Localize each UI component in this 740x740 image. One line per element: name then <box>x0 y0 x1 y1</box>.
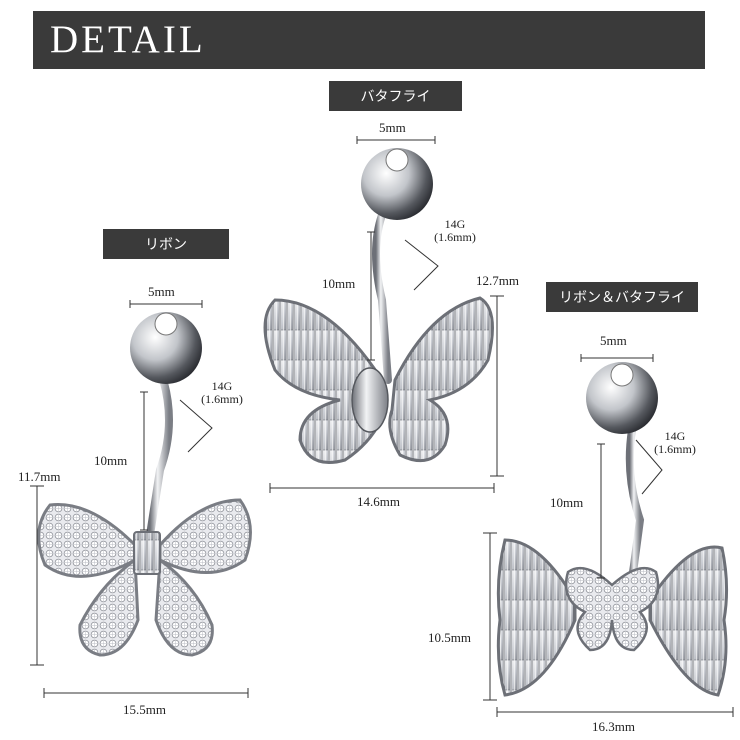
ribbon-gauge-value: 14G <box>211 379 233 393</box>
ribbon-butterfly-ball-size: 5mm <box>600 333 627 348</box>
ribbon-ball-size: 5mm <box>148 284 175 299</box>
header-banner: DETAIL <box>33 11 705 69</box>
butterfly-width: 14.6mm <box>357 494 400 509</box>
ribbon-butterfly-piercing <box>496 362 729 697</box>
ribbon-butterfly-bar-length: 10mm <box>550 495 584 510</box>
butterfly-piercing <box>263 148 494 464</box>
ribbon-bar-length: 10mm <box>94 453 128 468</box>
ribbon-butterfly-gauge-mm: (1.6mm) <box>654 442 696 456</box>
ribbon-butterfly-dimension-lines <box>483 354 734 717</box>
butterfly-bar-length: 10mm <box>322 276 356 291</box>
butterfly-gauge-value: 14G <box>444 217 466 231</box>
ribbon-width: 15.5mm <box>123 702 166 717</box>
butterfly-ball-size: 5mm <box>379 120 406 135</box>
ribbon-butterfly-gauge: 14G (1.6mm) <box>643 430 707 456</box>
page-title: DETAIL <box>50 18 206 61</box>
ribbon-gauge-mm: (1.6mm) <box>201 392 243 406</box>
butterfly-dimension-lines <box>269 136 504 493</box>
ribbon-butterfly-gauge-value: 14G <box>664 429 686 443</box>
butterfly-gauge: 14G (1.6mm) <box>423 218 487 244</box>
ribbon-butterfly-width: 16.3mm <box>592 719 635 734</box>
ribbon-butterfly-label: リボン＆バタフライ <box>546 282 698 312</box>
butterfly-gauge-mm: (1.6mm) <box>434 230 476 244</box>
butterfly-label: バタフライ <box>329 81 462 111</box>
ribbon-butterfly-height: 10.5mm <box>428 630 471 645</box>
ribbon-label: リボン <box>103 229 229 259</box>
ribbon-dimension-lines <box>30 300 249 698</box>
ribbon-piercing <box>37 312 252 657</box>
ribbon-height: 11.7mm <box>18 469 61 484</box>
ribbon-gauge: 14G (1.6mm) <box>190 380 254 406</box>
butterfly-height: 12.7mm <box>476 273 519 288</box>
